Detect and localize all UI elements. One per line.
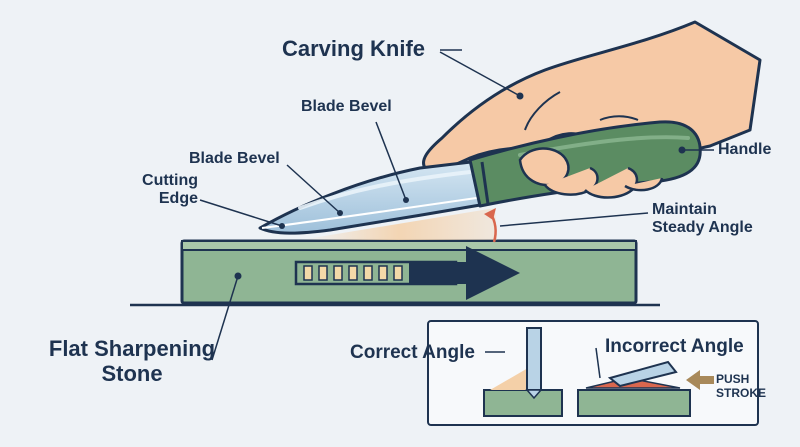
label-handle: Handle	[718, 141, 772, 158]
label-correct-angle: Correct Angle	[350, 342, 475, 363]
label-maintain-line2: Steady Angle	[652, 219, 753, 237]
label-incorrect-angle: Incorrect Angle	[605, 336, 744, 357]
label-maintain-angle: Maintain Steady Angle	[652, 201, 753, 238]
label-push-line2: STROKE	[716, 385, 767, 400]
angle-comparison-panel	[427, 320, 759, 426]
label-maintain-line1: Maintain	[652, 201, 717, 218]
angle-glow	[300, 208, 497, 240]
push-arrow	[686, 370, 714, 390]
label-stone-line2: Stone	[101, 361, 163, 387]
fingers	[518, 147, 664, 199]
direction-arrow	[294, 246, 520, 300]
leader-dots	[234, 92, 686, 280]
label-push-stroke: PUSH STROKE	[716, 372, 767, 401]
label-carving-knife: Carving Knife	[282, 36, 426, 61]
label-blade-bevel-top: Blade Bevel	[301, 98, 392, 115]
label-blade-bevel-mid: Blade Bevel	[189, 150, 280, 167]
label-stone-line1: Flat Sharpening	[48, 336, 216, 361]
label-cutting-edge: Cutting Edge	[126, 172, 198, 209]
incorrect-angle-example	[577, 347, 691, 417]
label-push-line1: PUSH	[716, 372, 750, 386]
label-cutting-edge-line2: Edge	[158, 190, 198, 208]
angle-indicator	[484, 208, 497, 243]
correct-angle-example	[483, 327, 563, 417]
label-sharpening-stone: Flat Sharpening Stone	[34, 336, 230, 387]
label-cutting-edge-line1: Cutting	[142, 172, 198, 189]
leader-lines	[199, 49, 714, 361]
